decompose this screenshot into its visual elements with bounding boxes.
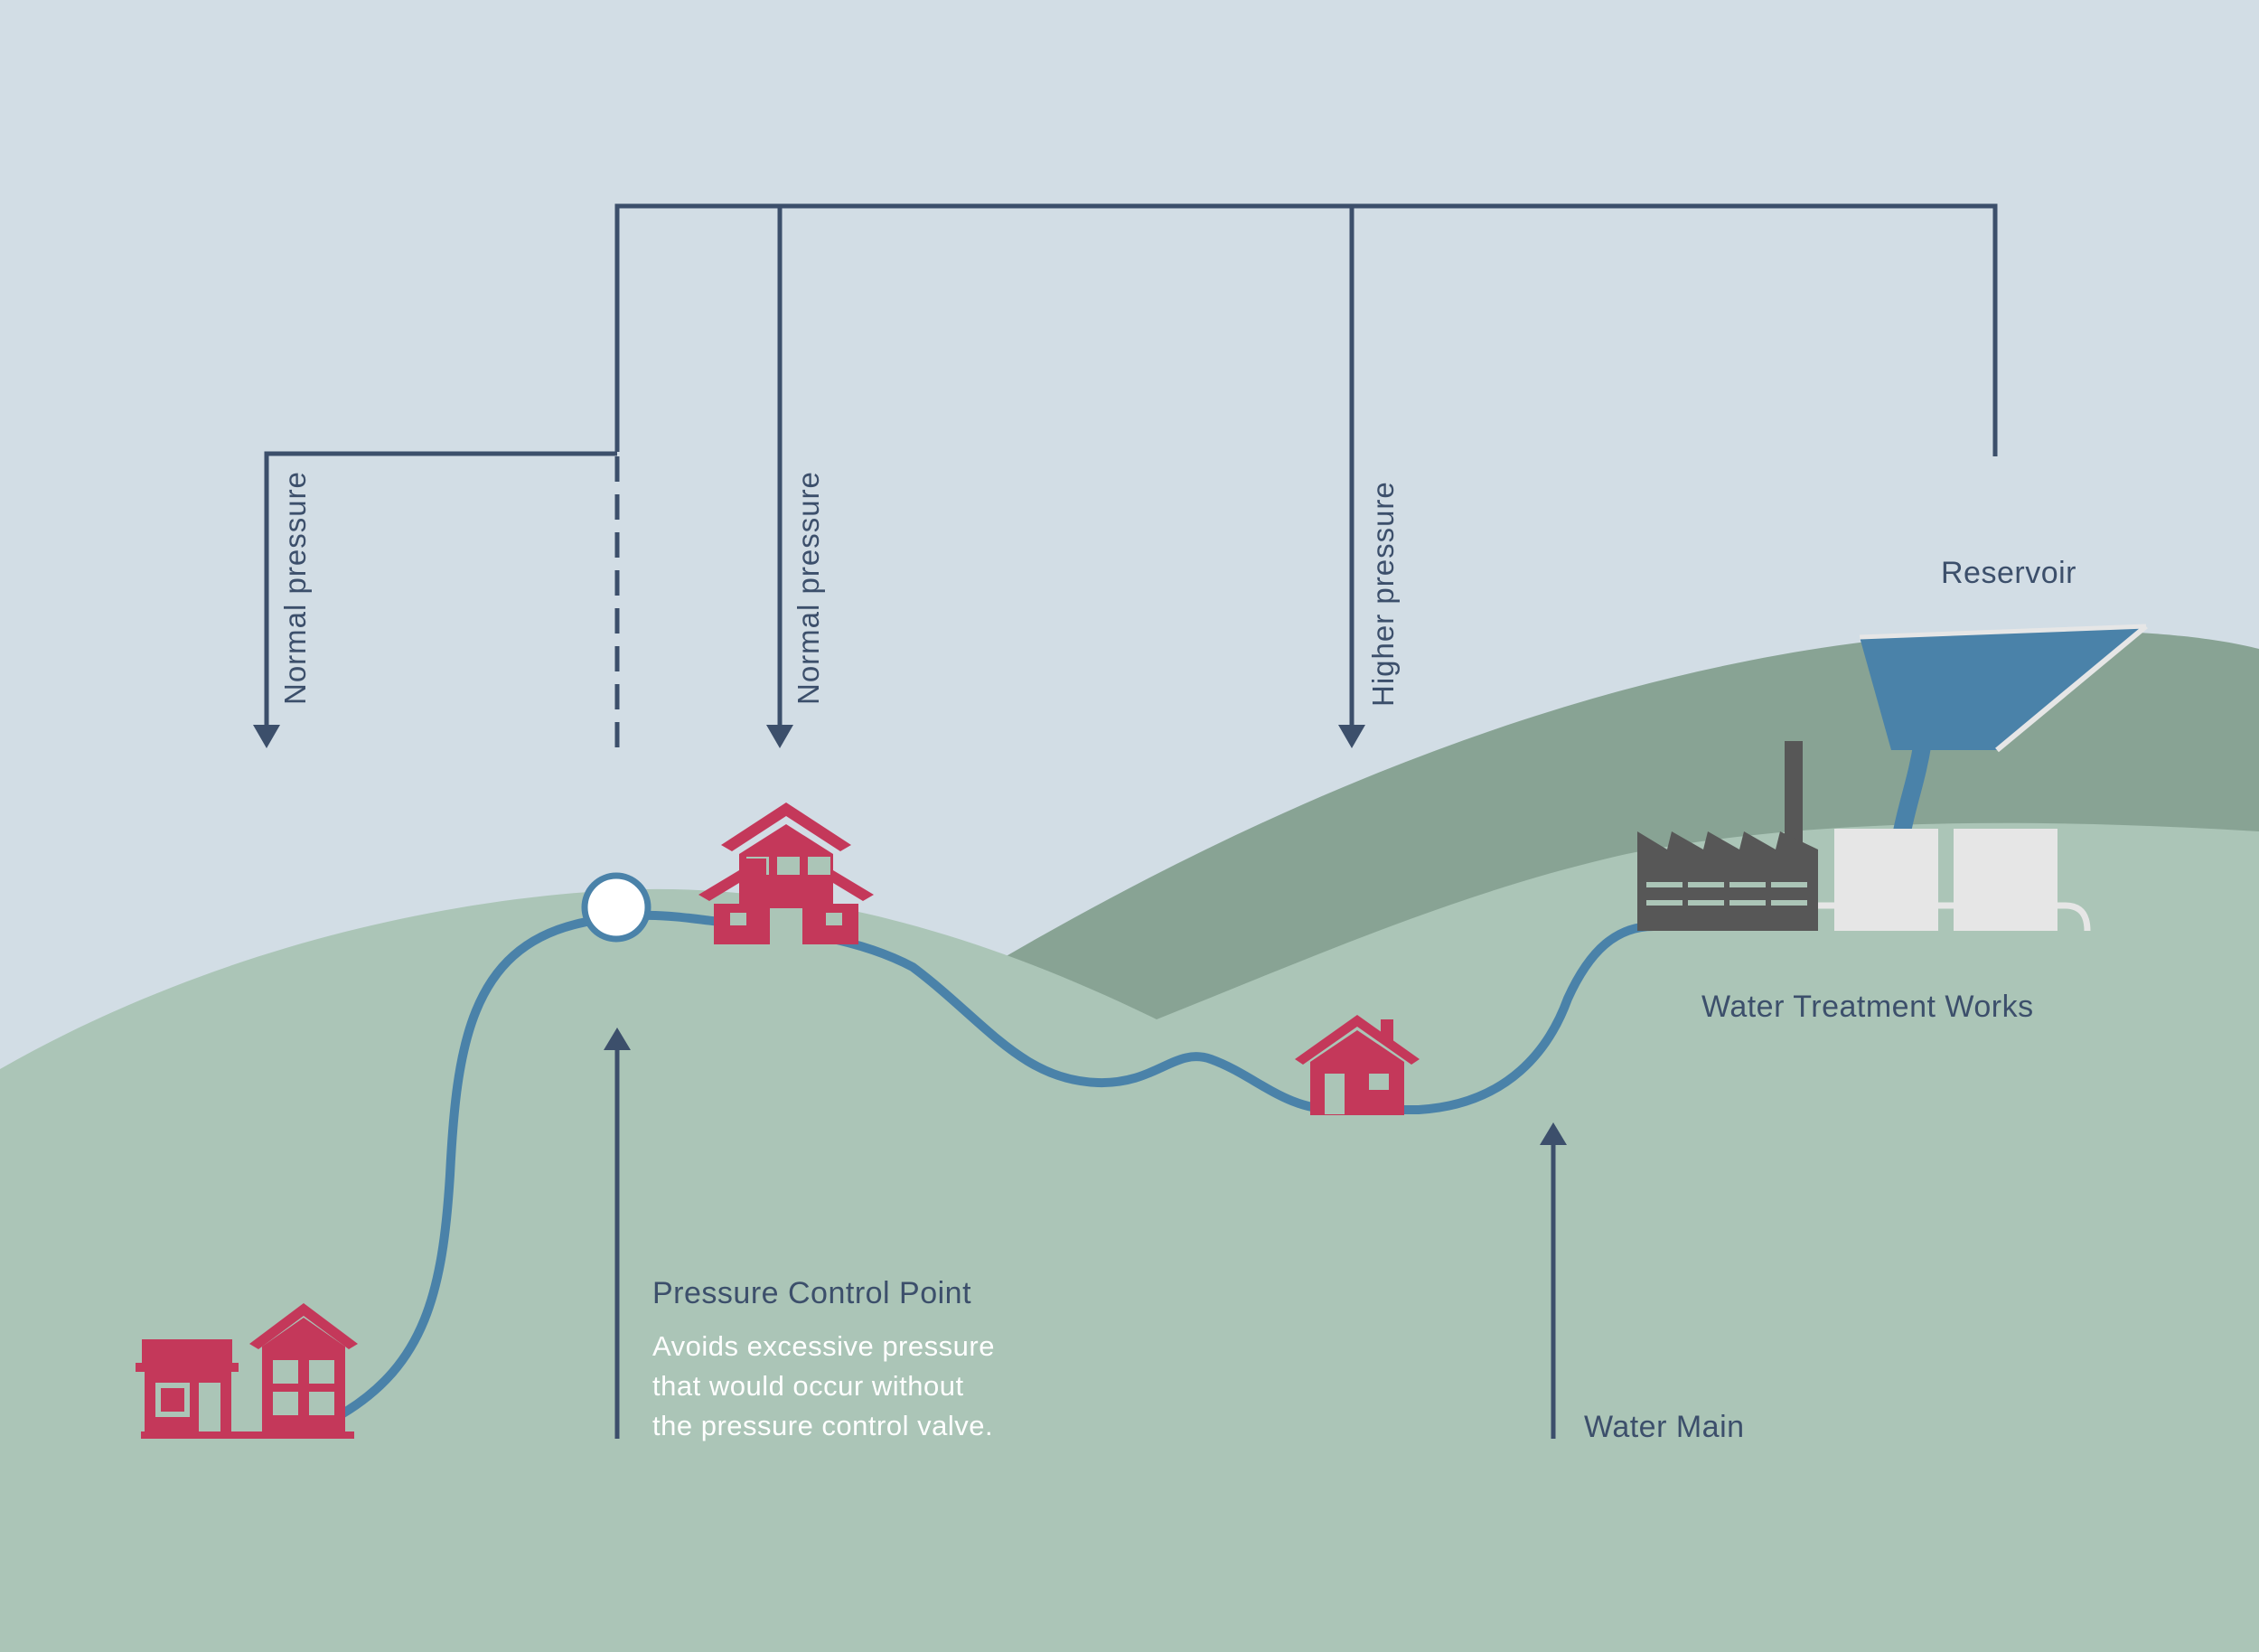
pressure-control-point-label: Pressure Control Point xyxy=(652,1276,971,1310)
front-hill xyxy=(0,822,2259,1652)
normal-pressure-left-label: Normal pressure xyxy=(278,471,312,705)
pcp-description-line-2: that would occur without xyxy=(652,1370,964,1402)
up-arrow-pcp-icon xyxy=(604,1028,631,1050)
water-main-pipe xyxy=(339,910,1654,1419)
house-icon xyxy=(1295,1015,1420,1115)
down-arrow-left-icon xyxy=(253,725,280,748)
up-arrow-water-main-icon xyxy=(1540,1122,1567,1145)
large-house-windows xyxy=(746,859,766,875)
normal-pressure-mid-label: Normal pressure xyxy=(792,471,825,705)
townhouse-icon xyxy=(141,1303,358,1439)
pressure-bracket xyxy=(264,203,1998,750)
factory-icon xyxy=(1637,741,1818,931)
reservoir-label: Reservoir xyxy=(1941,556,2076,590)
water-treatment-works-label: Water Treatment Works xyxy=(1701,990,2034,1024)
shop-house-icon xyxy=(136,1339,239,1437)
water-main-label: Water Main xyxy=(1584,1410,1745,1444)
higher-pressure-label: Higher pressure xyxy=(1366,481,1400,707)
pcp-description-line-1: Avoids excessive pressure xyxy=(652,1330,995,1362)
treatment-tanks xyxy=(1818,829,2091,932)
down-arrow-right-icon xyxy=(1338,725,1365,748)
down-arrow-mid-icon xyxy=(766,725,793,748)
reservoir-icon xyxy=(1859,624,2148,833)
pcp-description-line-3: the pressure control valve. xyxy=(652,1410,993,1441)
pressure-valve-icon[interactable] xyxy=(581,872,651,943)
